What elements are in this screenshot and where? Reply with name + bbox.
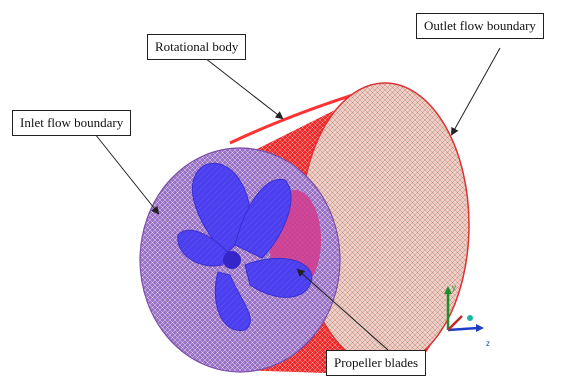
axis-z-line [448,328,478,330]
axis-z-label: z [486,339,490,348]
inlet-arrow [95,134,158,213]
axis-x-line [448,316,462,330]
axis-y-label: y [452,283,456,292]
propeller-center [223,251,241,269]
rotational-body-label: Rotational body [147,34,246,60]
axis-z-arrowhead [476,324,484,332]
rotational-body-arrow [205,58,282,118]
axis-origin-dot [467,315,473,321]
axis-triad: y z [444,283,490,348]
outlet-arrow [452,48,500,134]
outlet-flow-boundary-label: Outlet flow boundary [416,13,544,39]
inlet-flow-boundary-label: Inlet flow boundary [12,110,131,136]
propeller-blades-label: Propeller blades [326,350,426,376]
